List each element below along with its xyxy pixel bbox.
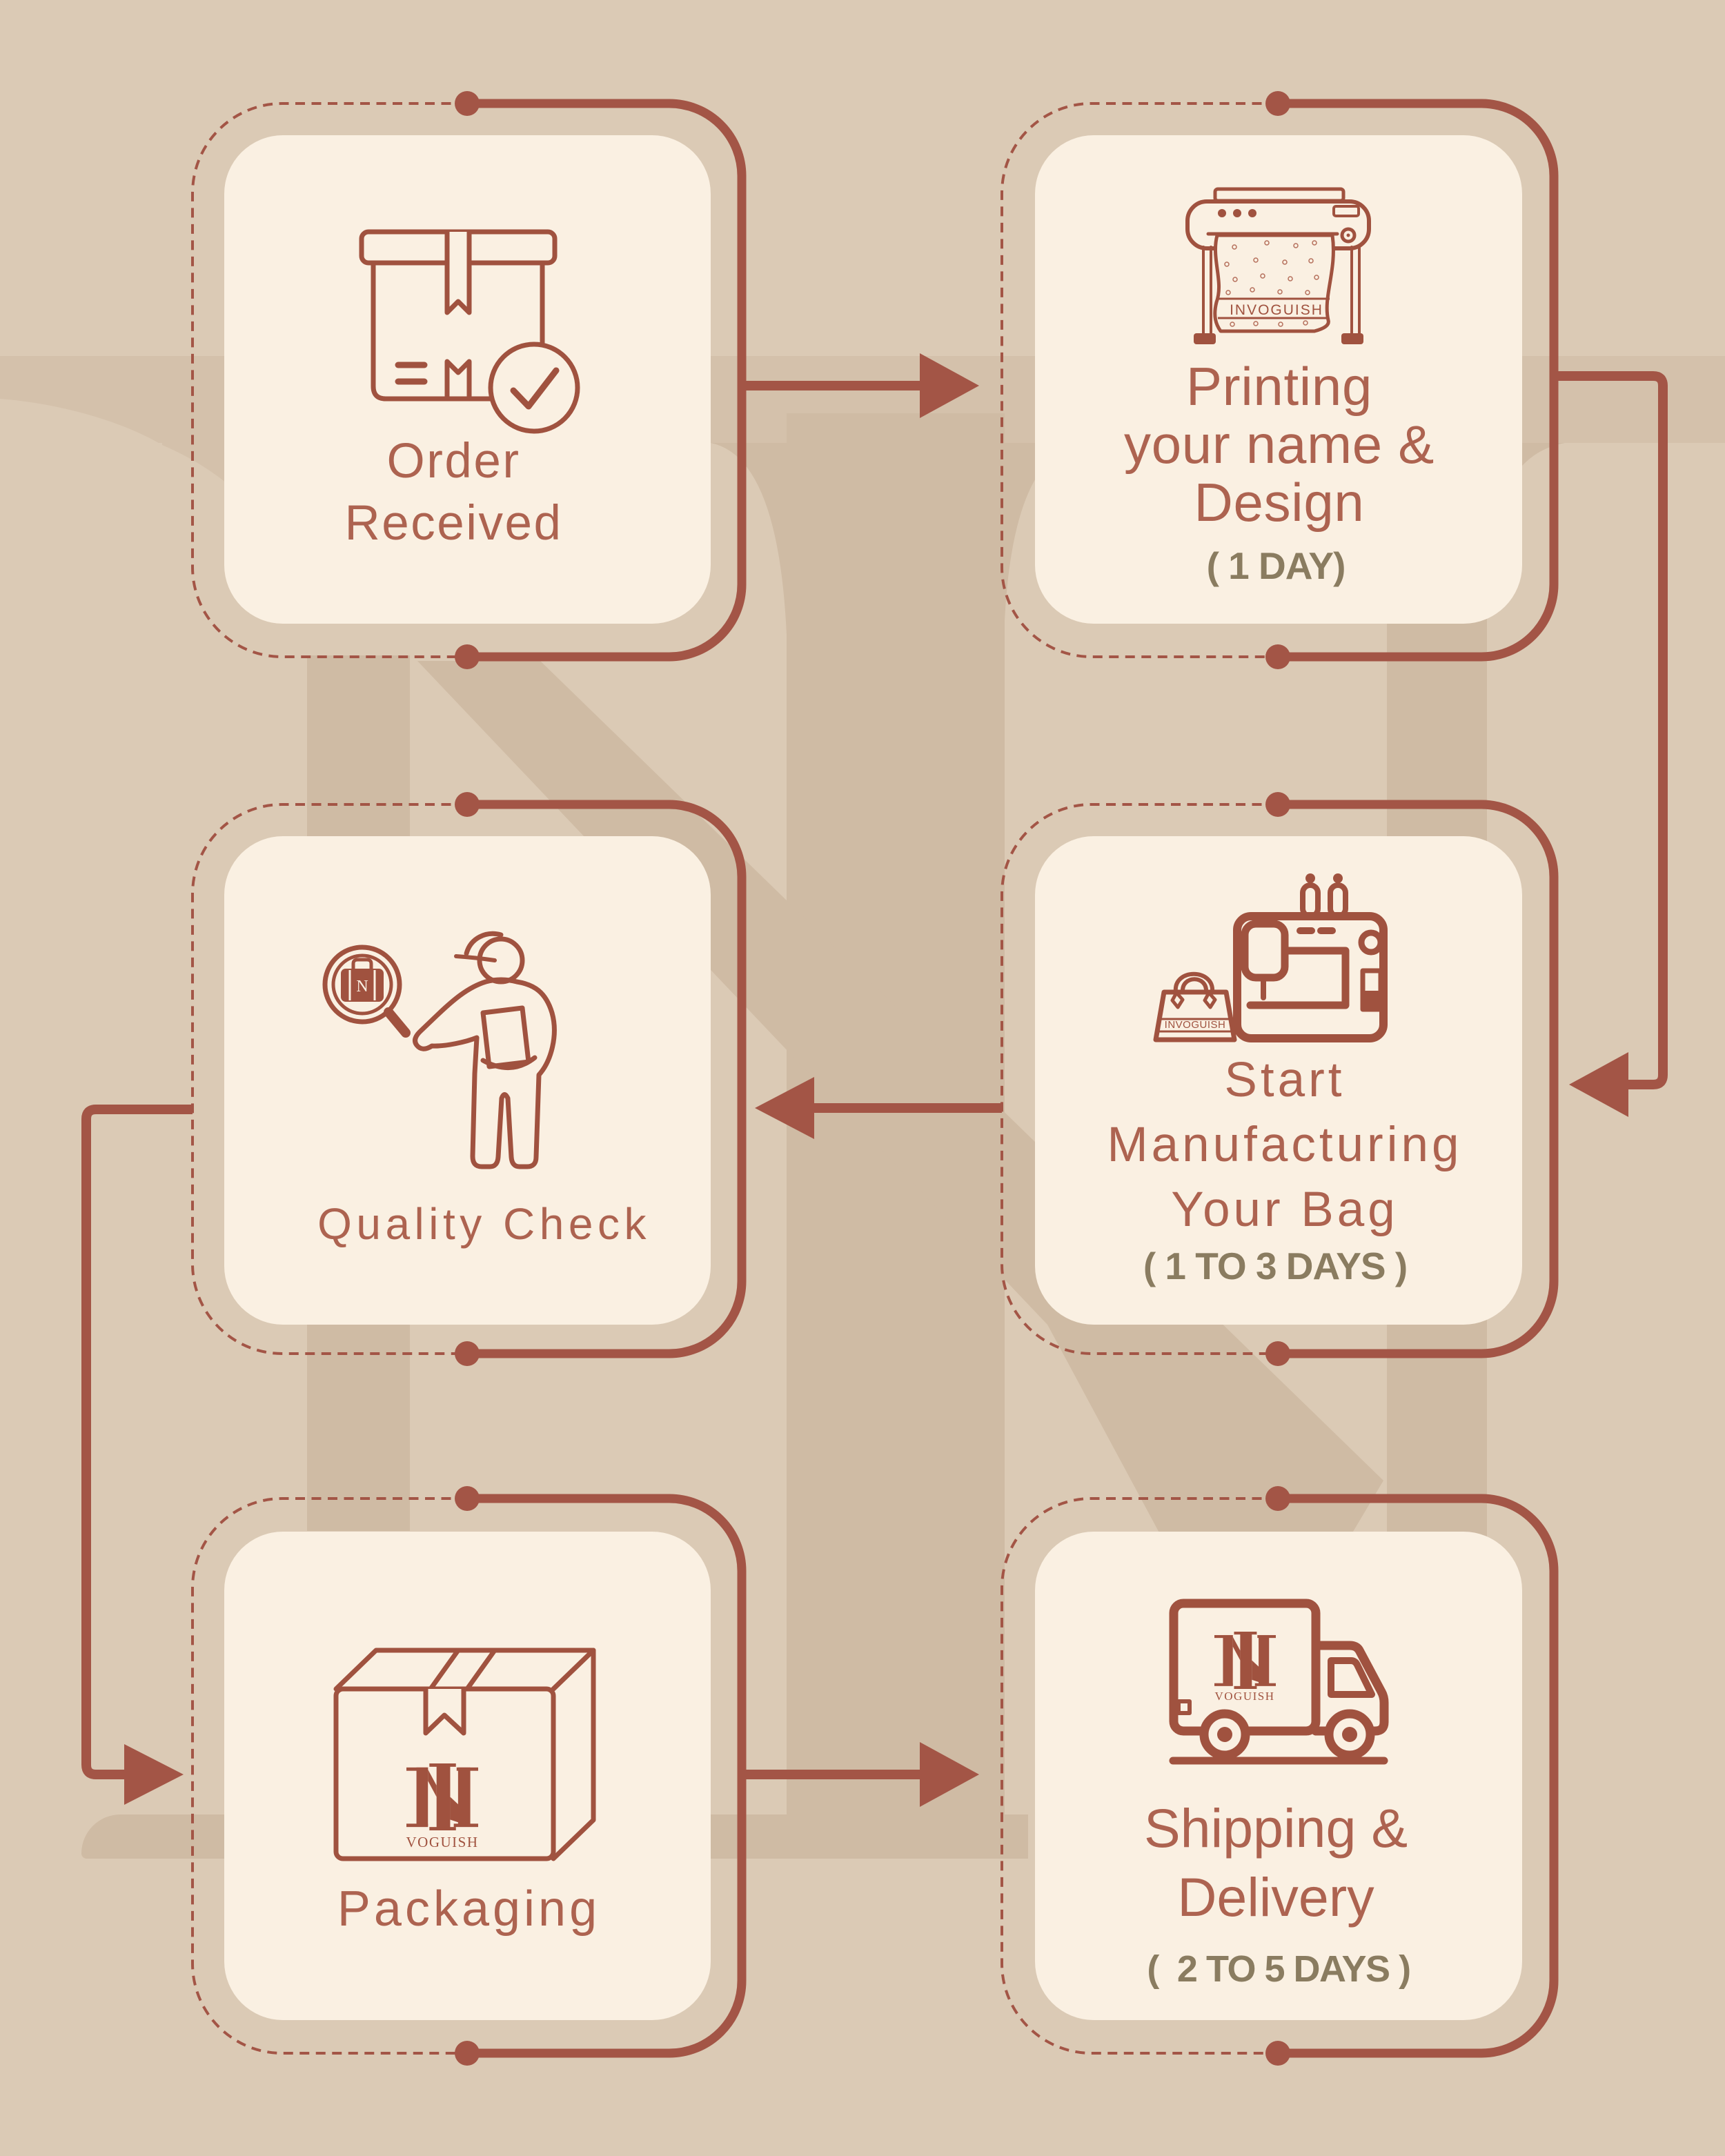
svg-text:VOGUISH: VOGUISH (406, 1834, 479, 1850)
svg-text:VOGUISH: VOGUISH (1215, 1690, 1275, 1703)
svg-text:INVOGUISH: INVOGUISH (1165, 1019, 1226, 1031)
svg-text:N: N (356, 978, 368, 996)
svg-text:INVOGUISH: INVOGUISH (1230, 302, 1323, 318)
